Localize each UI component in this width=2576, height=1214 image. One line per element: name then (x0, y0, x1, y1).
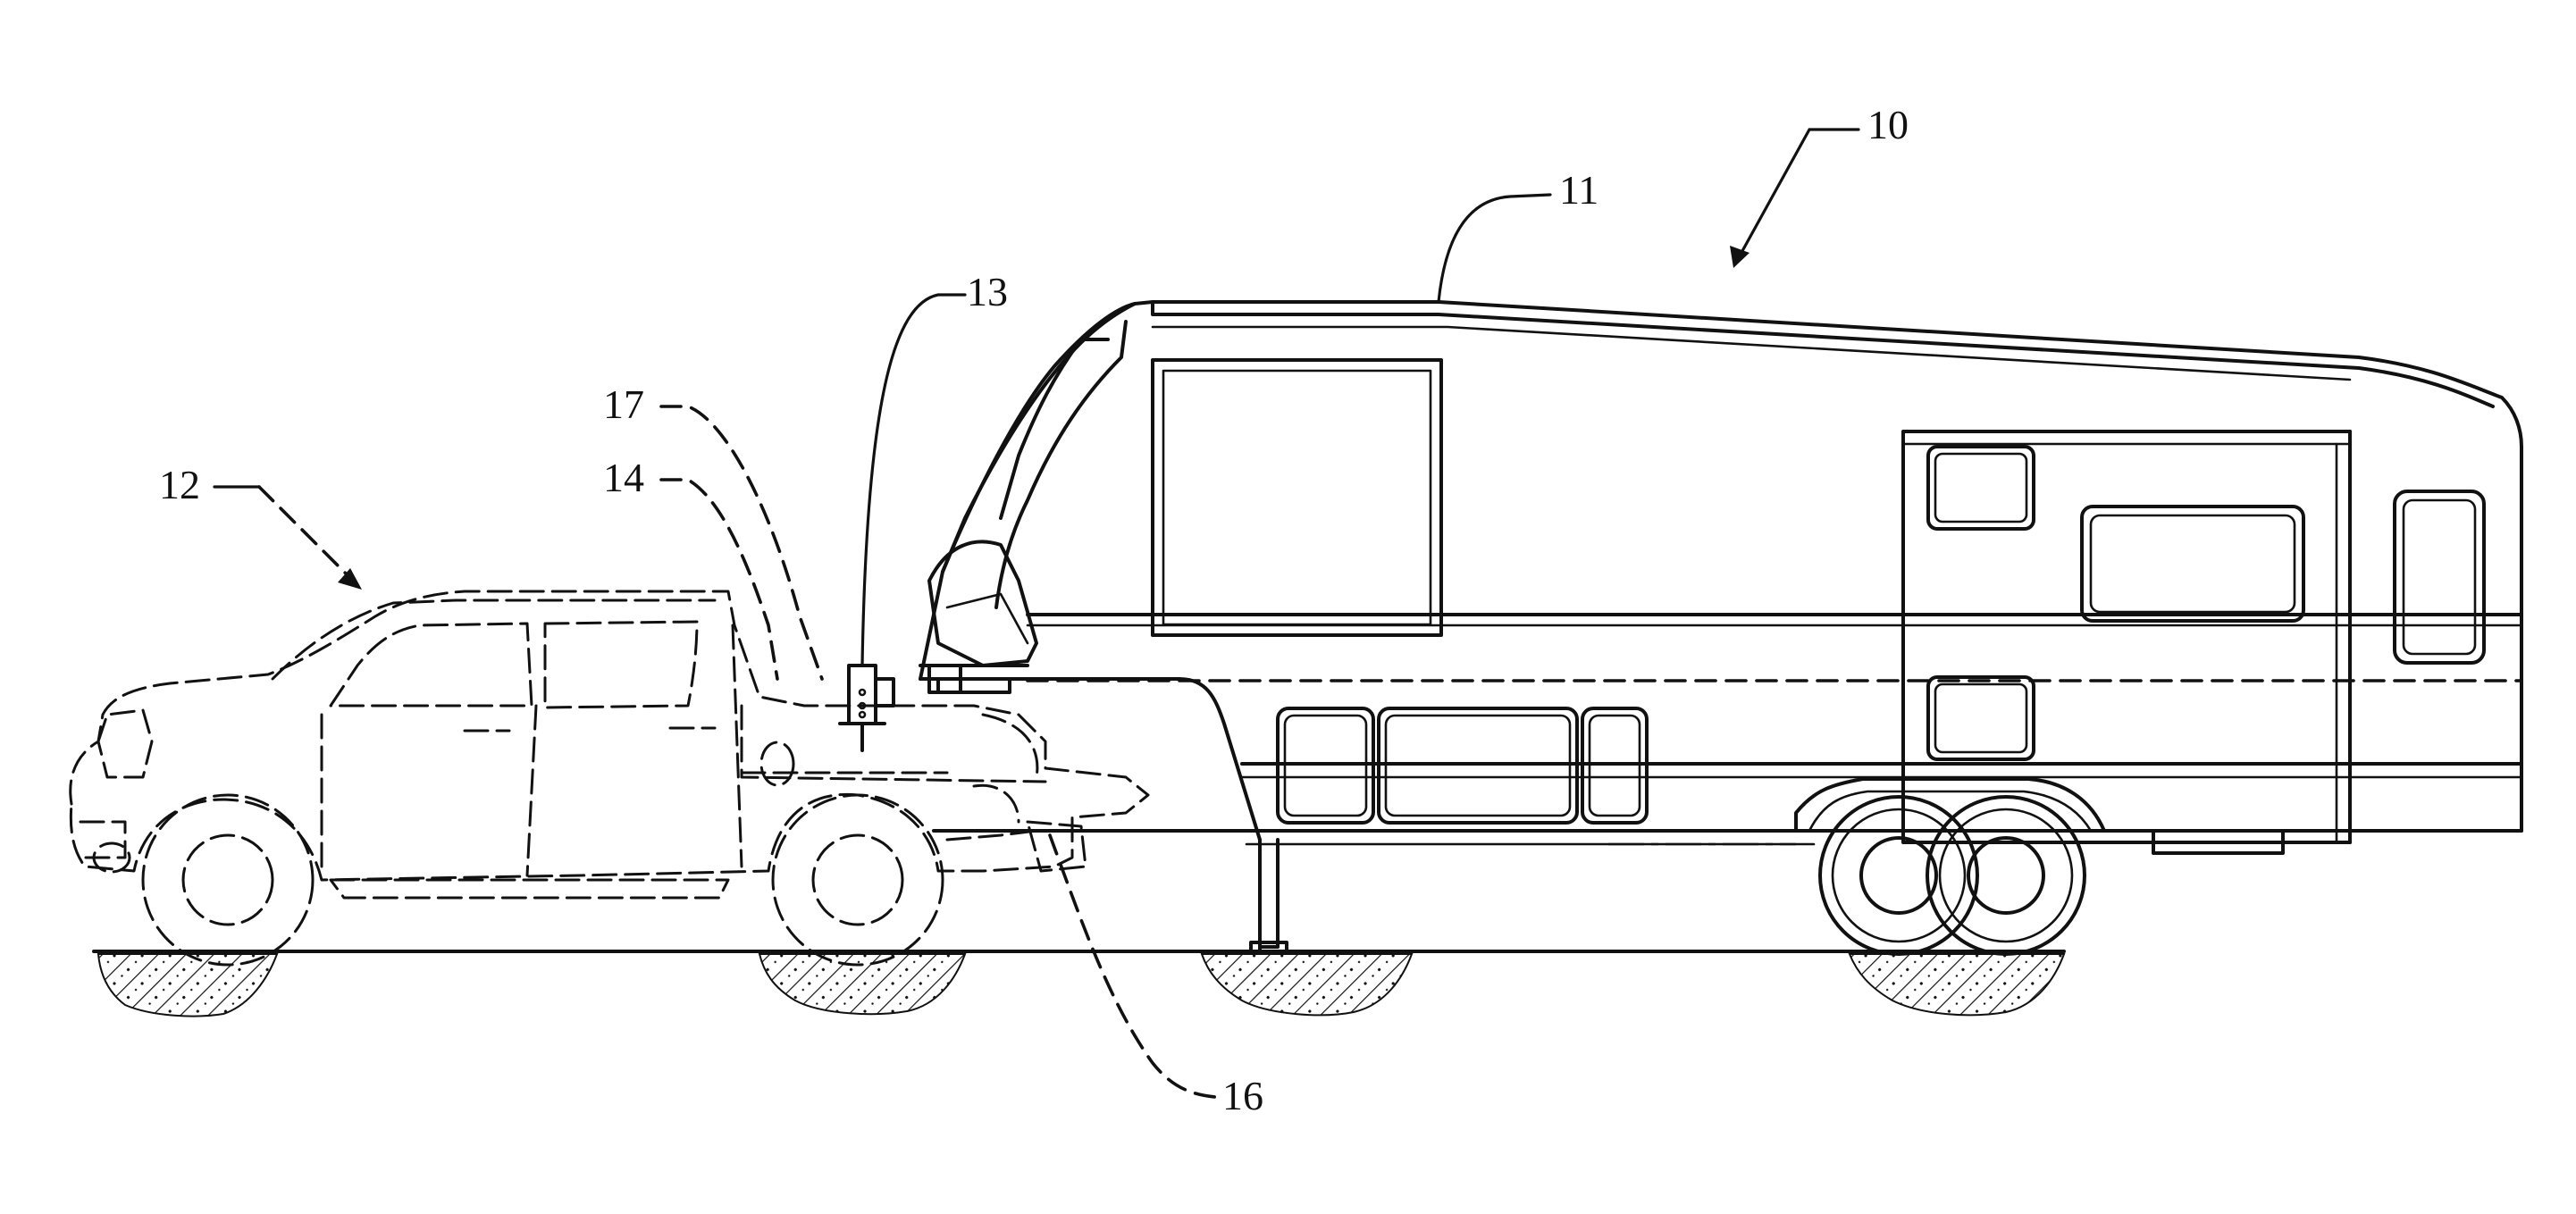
leaders (213, 128, 1860, 1099)
label-16: 16 (1222, 1073, 1263, 1118)
fifth-wheel-trailer (838, 300, 2523, 956)
ground (92, 950, 2066, 1017)
label-10: 10 (1867, 102, 1909, 147)
trailer-wheels (1818, 795, 2086, 956)
ground-hatch-3 (1200, 953, 1414, 1017)
label-13: 13 (967, 269, 1008, 314)
label-14: 14 (603, 455, 644, 500)
label-11: 11 (1559, 167, 1598, 213)
ground-hatch-1 (96, 953, 279, 1017)
ground-hatch-4 (1848, 953, 2066, 1017)
ground-hatch-2 (758, 953, 967, 1016)
reference-labels: 10 11 12 13 17 14 16 (159, 102, 1909, 1118)
label-17: 17 (603, 381, 644, 427)
pickup-truck (69, 590, 1150, 967)
label-12: 12 (159, 462, 200, 507)
